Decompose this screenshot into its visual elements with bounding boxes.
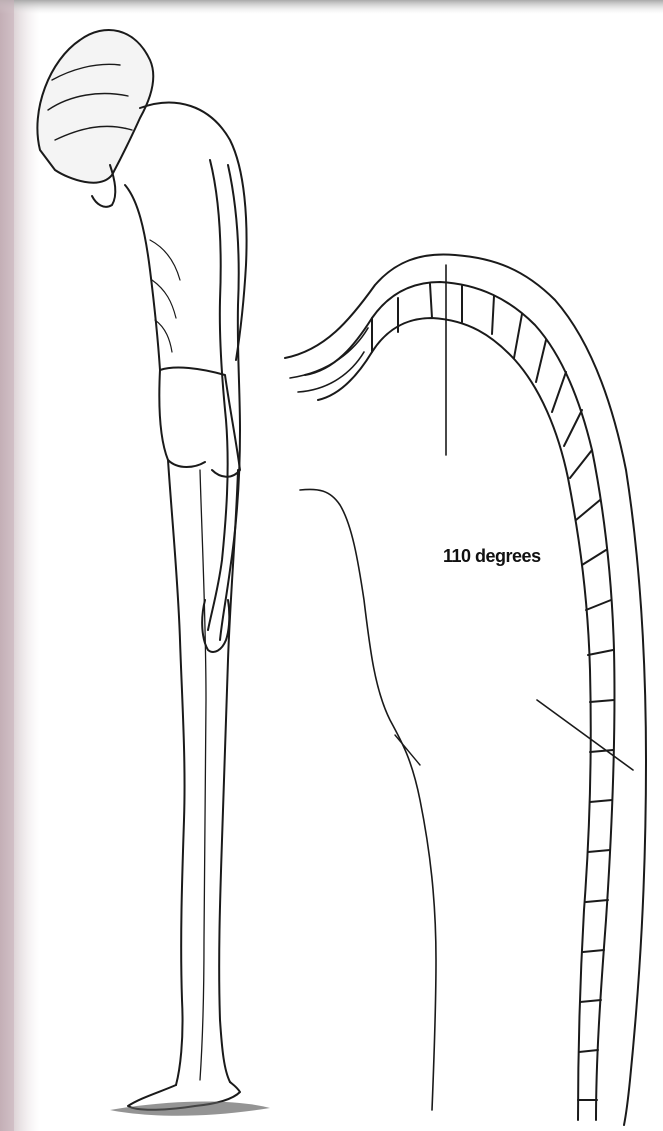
spinal-column-inner: [318, 318, 591, 1120]
front-leg: [168, 460, 185, 1085]
outer-back-contour: [285, 254, 646, 1125]
angle-label: 110 degrees: [443, 546, 541, 566]
arm: [208, 160, 228, 630]
spinal-column-outer: [305, 282, 615, 1120]
front-body-contour: [300, 489, 436, 1110]
spine-diagram: [285, 254, 646, 1125]
bent-figure: [37, 30, 270, 1116]
chest-contour: [125, 185, 160, 370]
vertebrae: [372, 284, 614, 1100]
angle-line-lower: [537, 700, 633, 770]
